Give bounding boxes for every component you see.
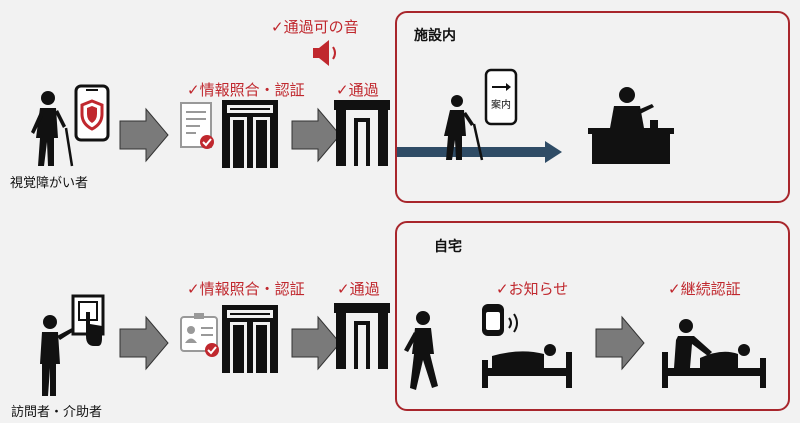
visitor-label: 訪問者・介助者 <box>11 405 103 420</box>
speaker-icon <box>313 40 336 66</box>
certificate-icon <box>180 102 214 149</box>
blind-person-icon <box>31 91 74 167</box>
elevator-icon-bottom <box>222 305 278 373</box>
blind-person-label: 視覚障がい者 <box>10 176 89 191</box>
shield-phone-icon <box>74 84 110 142</box>
smart-speaker-icon <box>482 304 518 336</box>
notify-label: ✓お知らせ <box>496 280 569 298</box>
home-title: 自宅 <box>434 239 462 255</box>
continuous-auth-label: ✓継続認証 <box>668 280 741 298</box>
id-card-icon <box>180 313 219 357</box>
facility-panel <box>395 11 790 203</box>
home-panel <box>395 221 790 411</box>
reception-desk-icon <box>588 87 674 164</box>
gate-icon-bottom <box>334 303 390 369</box>
top-pass-label: ✓通過 <box>336 81 379 99</box>
bottom-verify-label: ✓情報照合・認証 <box>187 280 305 298</box>
flow-arrow-2 <box>291 108 341 162</box>
guidance-phone-icon: 案内 <box>484 68 518 126</box>
flow-arrow-1 <box>119 108 169 162</box>
gate-icon <box>334 100 390 166</box>
walking-person-icon <box>404 311 438 390</box>
person-in-bed-icon <box>482 344 572 388</box>
guided-walker-icon <box>444 95 484 161</box>
guidance-text: 案内 <box>491 98 511 111</box>
fingerprint-reader-icon <box>71 294 105 346</box>
sound-label: ✓通過可の音 <box>271 18 359 36</box>
top-verify-label: ✓情報照合・認証 <box>187 81 305 99</box>
flow-arrow-4 <box>291 316 341 370</box>
facility-title: 施設内 <box>414 28 456 44</box>
flow-arrow-5 <box>595 316 645 370</box>
elevator-icon <box>222 100 278 168</box>
visitor-icon <box>40 315 74 396</box>
caregiver-icon <box>662 319 766 388</box>
flow-arrow-3 <box>119 316 169 370</box>
guidance-flow-arrow <box>397 141 562 163</box>
bottom-pass-label: ✓通過 <box>337 280 380 298</box>
